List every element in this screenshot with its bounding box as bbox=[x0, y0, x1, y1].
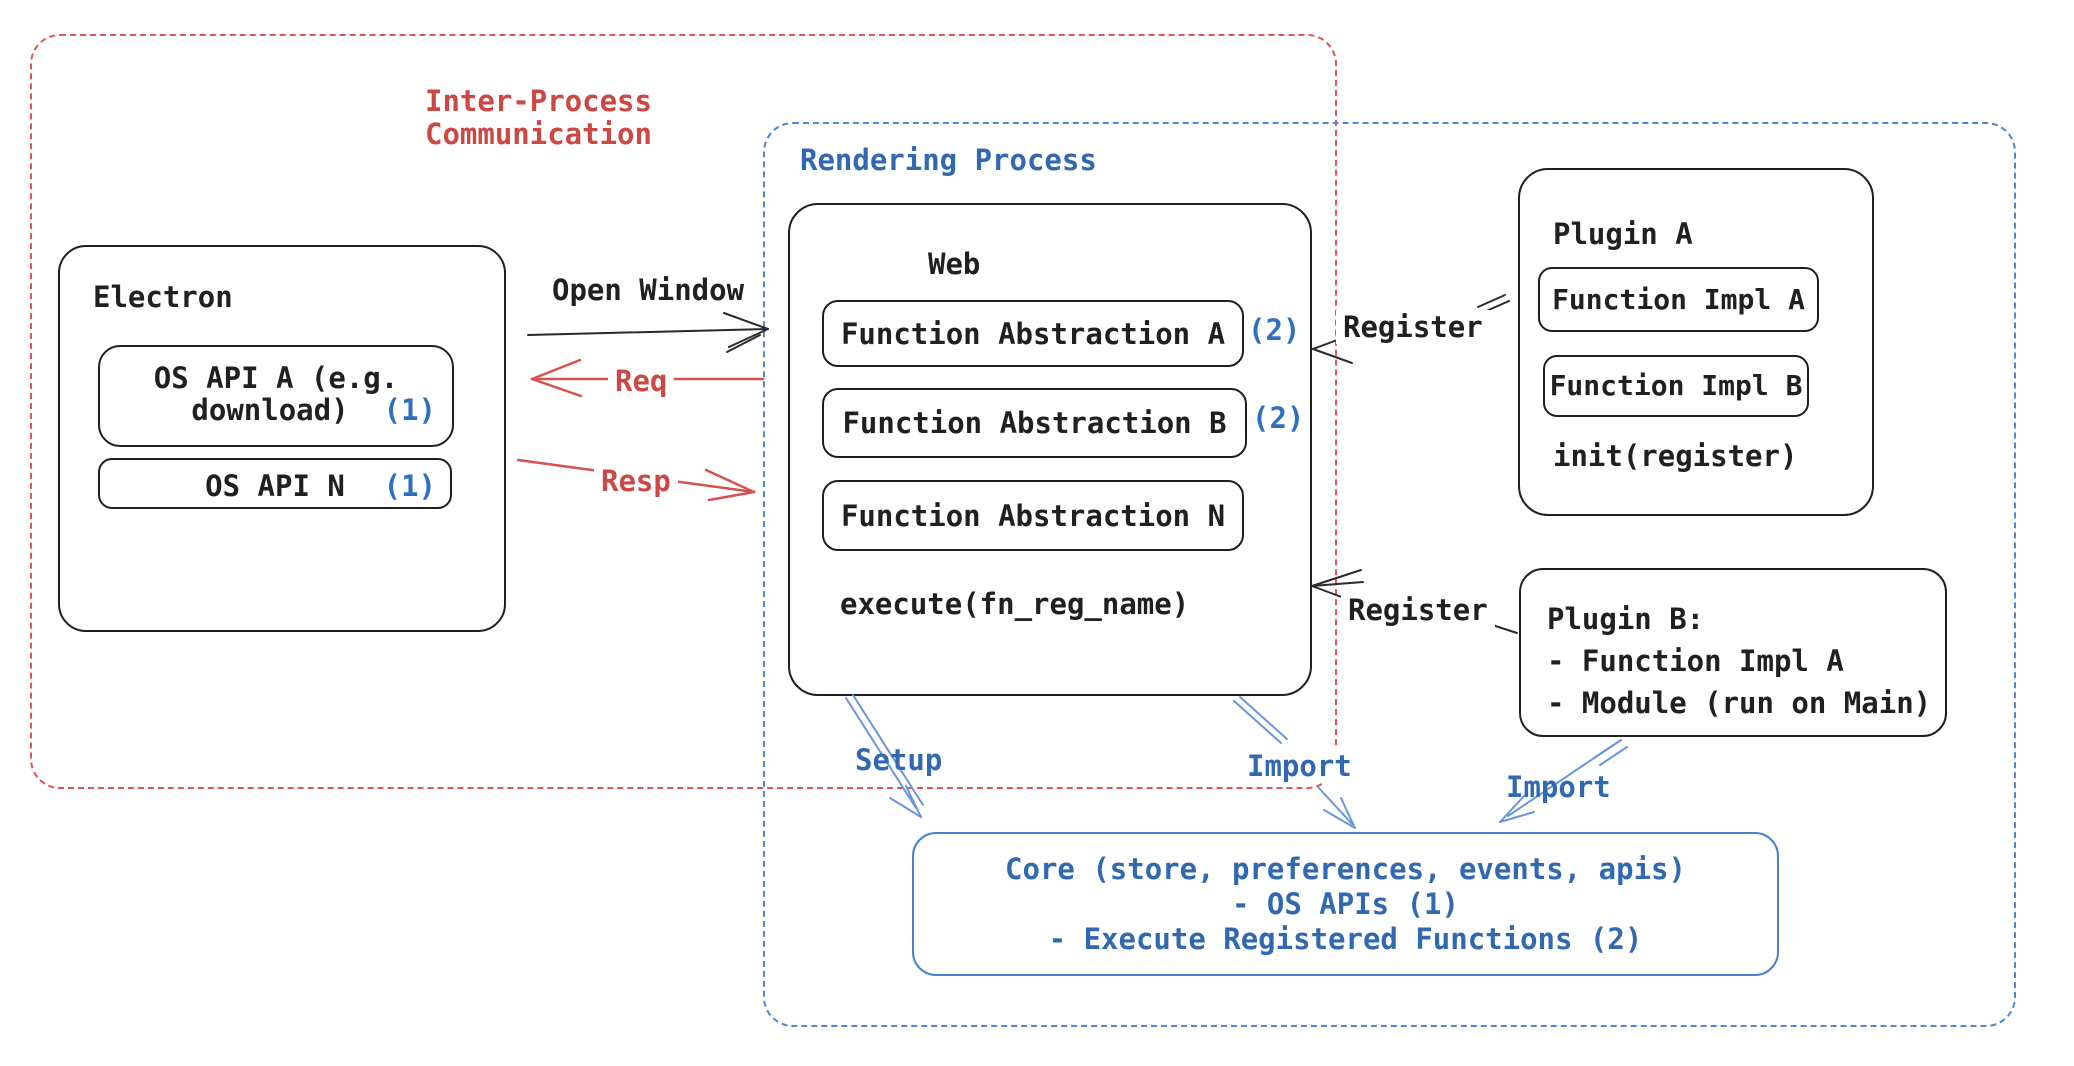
import-plugin-b-label: Import bbox=[1506, 770, 1611, 804]
os-api-n-box: OS API N (1) bbox=[98, 458, 452, 509]
function-abstraction-n-box: Function Abstraction N bbox=[822, 480, 1244, 551]
plugin-b-text: Plugin B: - Function Impl A - Module (ru… bbox=[1547, 602, 1932, 720]
function-abstraction-b-label: Function Abstraction B bbox=[842, 406, 1227, 440]
function-abstraction-a-label: Function Abstraction A bbox=[840, 316, 1226, 351]
os-api-a-box: OS API A (e.g. download) (1) bbox=[98, 345, 454, 447]
setup-label: Setup bbox=[855, 743, 943, 777]
function-impl-a-label: Function Impl A bbox=[1552, 282, 1805, 316]
function-abstraction-b-box: Function Abstraction B bbox=[822, 388, 1247, 458]
web-title: Web bbox=[928, 247, 981, 281]
os-api-a-line2: download) bbox=[191, 393, 349, 427]
function-abstraction-b-badge: (2) bbox=[1252, 401, 1305, 435]
resp-label: Resp bbox=[594, 464, 678, 498]
plugin-b-box bbox=[1519, 568, 1947, 737]
req-label: Req bbox=[608, 364, 675, 398]
ipc-region-outline bbox=[30, 34, 1337, 789]
plugin-a-init-label: init(register) bbox=[1553, 439, 1798, 473]
plugin-a-title: Plugin A bbox=[1553, 217, 1693, 251]
rendering-region-outline bbox=[763, 122, 2016, 1027]
function-abstraction-a-badge: (2) bbox=[1248, 313, 1301, 347]
os-api-n-badge: (1) bbox=[383, 469, 436, 503]
plugin-a-box bbox=[1518, 168, 1874, 516]
function-impl-b-box: Function Impl B bbox=[1543, 355, 1809, 417]
import-web-label: Import bbox=[1240, 749, 1359, 783]
core-text: Core (store, preferences, events, apis) … bbox=[1005, 851, 1686, 956]
function-impl-b-label: Function Impl B bbox=[1549, 369, 1803, 402]
os-api-n-label: OS API N bbox=[205, 469, 345, 503]
function-abstraction-a-box: Function Abstraction A bbox=[822, 300, 1244, 367]
electron-title: Electron bbox=[93, 280, 233, 314]
ipc-region-title: Inter-Process Communication bbox=[425, 84, 652, 151]
os-api-a-badge: (1) bbox=[383, 393, 436, 427]
core-box: Core (store, preferences, events, apis) … bbox=[912, 832, 1779, 976]
register-plugin-b-label: Register bbox=[1341, 593, 1495, 627]
open-window-label: Open Window bbox=[552, 273, 745, 307]
rendering-region-title: Rendering Process bbox=[800, 143, 1097, 177]
register-plugin-a-label: Register bbox=[1336, 310, 1490, 344]
os-api-a-line1: OS API A (e.g. bbox=[153, 361, 399, 395]
function-impl-a-box: Function Impl A bbox=[1538, 267, 1819, 332]
web-execute-label: execute(fn_reg_name) bbox=[840, 587, 1190, 621]
function-abstraction-n-label: Function Abstraction N bbox=[840, 498, 1226, 533]
